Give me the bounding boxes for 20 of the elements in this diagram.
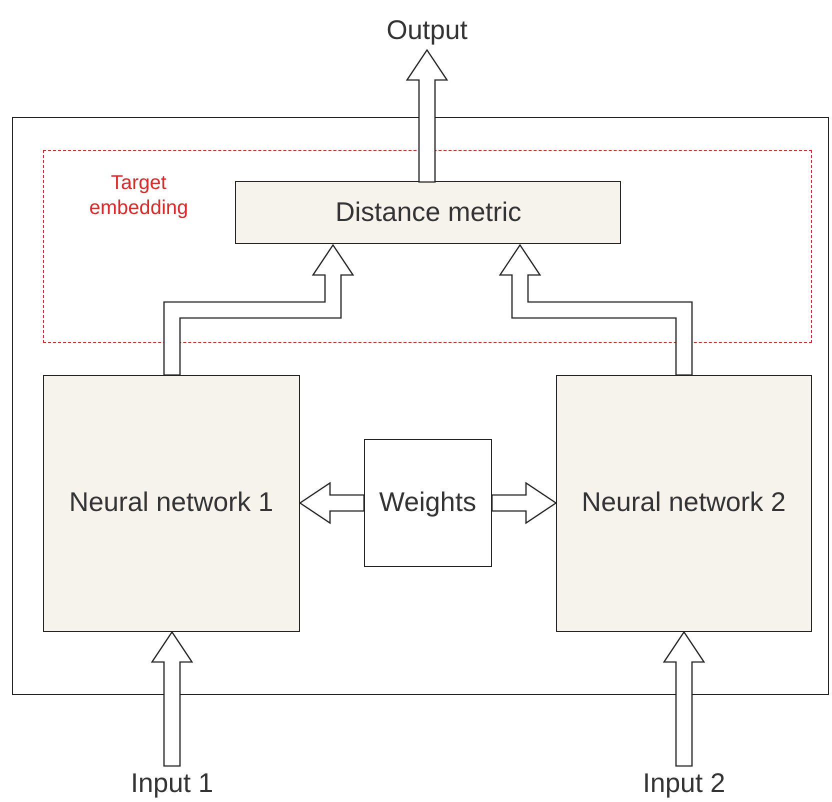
dashed-region (42, 150, 812, 343)
box-label: Neural network 1 (69, 486, 274, 520)
terminal-label: Output (386, 14, 468, 48)
hollow-arrow (491, 482, 558, 524)
process-box (42, 374, 300, 632)
terminal-label: Input 2 (642, 767, 726, 800)
hollow-arrow (163, 244, 354, 376)
hollow-arrow (150, 630, 194, 767)
process-box (235, 181, 622, 244)
box-label: Neural network 2 (582, 486, 786, 520)
hollow-arrow (298, 482, 365, 524)
box-label: Distance metric (335, 196, 522, 229)
terminal-label: Input 1 (130, 767, 214, 800)
hollow-arrow (498, 244, 693, 376)
hollow-arrow (406, 48, 448, 183)
region-label: Target embedding (88, 170, 190, 221)
process-box (556, 374, 812, 632)
system-frame (12, 117, 829, 695)
hollow-arrow (662, 630, 706, 767)
process-box (364, 438, 492, 567)
